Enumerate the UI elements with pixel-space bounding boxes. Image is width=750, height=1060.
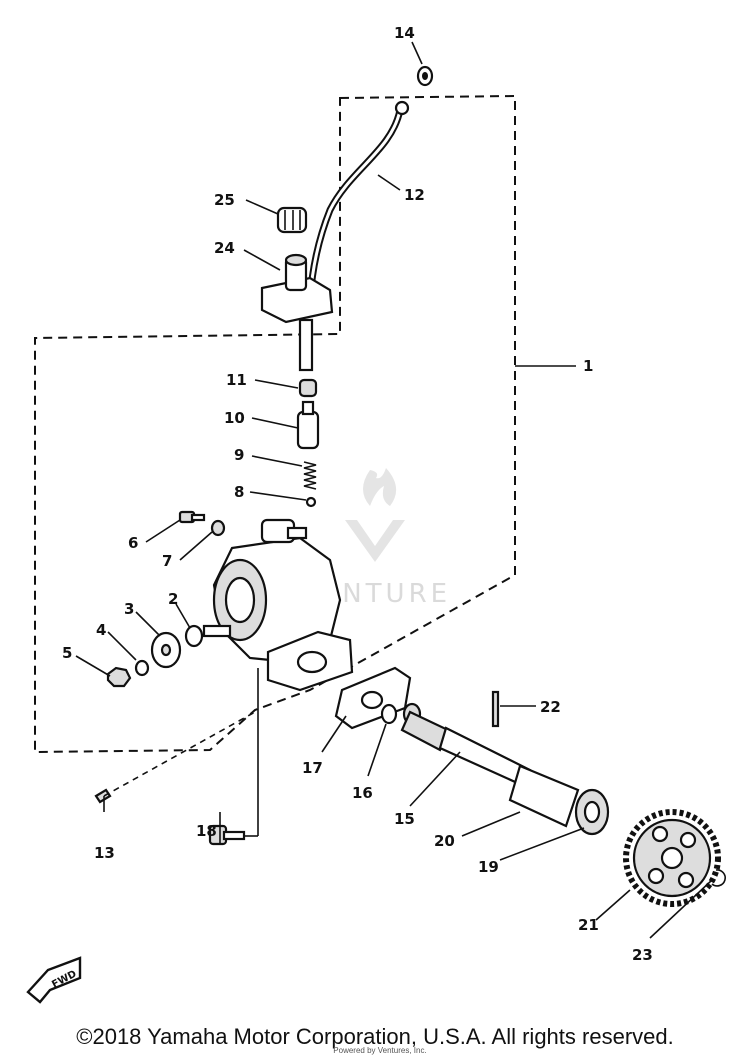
union-block	[260, 253, 334, 372]
shaft-sleeve-20	[508, 764, 580, 828]
grommet	[276, 206, 308, 234]
callout-24: 24	[214, 239, 235, 257]
callout-22: 22	[540, 698, 561, 716]
adjusting-plate-3	[150, 631, 182, 669]
check-ball	[305, 496, 317, 508]
drive-shaft-15	[400, 702, 532, 788]
callout-11: 11	[226, 371, 247, 389]
callout-14: 14	[394, 24, 415, 42]
callout-6: 6	[128, 534, 138, 552]
callout-15: 15	[394, 810, 415, 828]
callout-21: 21	[578, 916, 599, 934]
powered-by-credit: Powered by Ventures, Inc.	[333, 1046, 427, 1055]
fwd-arrow-icon: FWD	[26, 956, 82, 1004]
callout-20: 20	[434, 832, 455, 850]
circlip-23	[711, 869, 726, 887]
callout-2: 2	[168, 590, 178, 608]
screw-18	[208, 824, 246, 846]
bearing-19	[574, 788, 610, 836]
callout-13: 13	[94, 844, 115, 862]
copyright-notice: ©2018 Yamaha Motor Corporation, U.S.A. A…	[76, 1024, 674, 1049]
callout-23: 23	[632, 946, 653, 964]
check-valve-spring	[303, 461, 317, 490]
callout-labels: 14 12 25 24 1 11 10 9 8 6 7 2 3 4 5 22 1…	[62, 24, 653, 964]
callout-19: 19	[478, 858, 499, 876]
check-valve-cap	[298, 378, 318, 398]
callout-12: 12	[404, 186, 425, 204]
callout-25: 25	[214, 191, 235, 209]
o-ring-16	[380, 703, 398, 725]
dowel-pin-22	[491, 690, 500, 728]
assembly-outline	[34, 94, 516, 754]
driven-gear-21	[623, 809, 721, 907]
bolt-6	[178, 510, 206, 524]
washer-7	[210, 519, 226, 537]
check-valve-body	[296, 400, 320, 450]
callout-7: 7	[162, 552, 172, 570]
leader-lines	[75, 41, 713, 939]
callout-16: 16	[352, 784, 373, 802]
callout-5: 5	[62, 644, 72, 662]
clip-13	[94, 788, 112, 804]
callout-1: 1	[583, 357, 593, 375]
callout-3: 3	[124, 600, 134, 618]
callout-8: 8	[234, 483, 244, 501]
oil-pump-body	[202, 518, 354, 692]
washer-4	[134, 659, 150, 677]
callout-17: 17	[302, 759, 323, 777]
nut-5	[106, 666, 132, 688]
callout-18: 18	[196, 822, 217, 840]
hose-clip	[416, 65, 434, 87]
callout-4: 4	[96, 621, 106, 639]
callout-9: 9	[234, 446, 244, 464]
collar-2	[184, 624, 204, 648]
callout-10: 10	[224, 409, 245, 427]
